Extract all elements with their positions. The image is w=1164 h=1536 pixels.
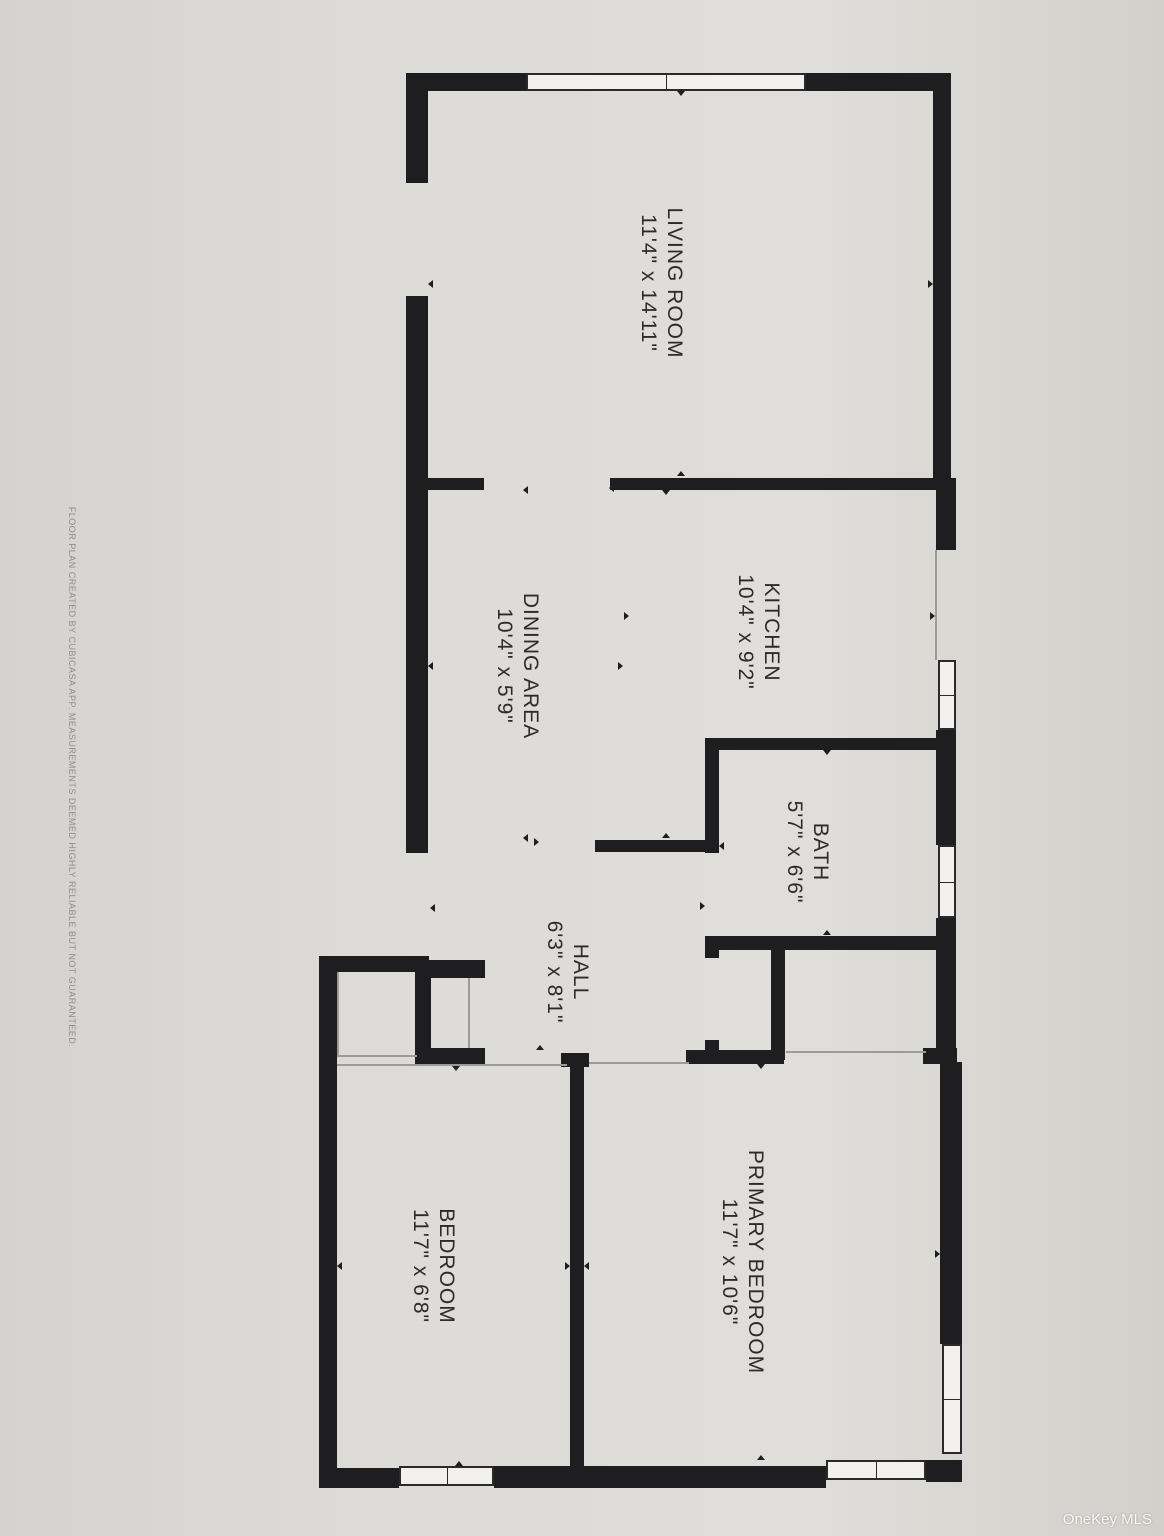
marker	[618, 662, 623, 670]
room-size: 11'7" x 6'8"	[409, 1209, 432, 1323]
room-name: BEDROOM	[435, 1208, 458, 1324]
marker	[523, 486, 528, 494]
wall	[686, 1050, 784, 1064]
opening-line	[337, 1064, 567, 1066]
marker	[455, 1461, 463, 1466]
opening-line	[337, 1055, 417, 1057]
wall	[415, 960, 485, 978]
wall	[570, 1060, 584, 1472]
marker	[823, 750, 831, 755]
room-name: HALL	[569, 943, 592, 1001]
wall	[933, 73, 951, 483]
wall	[319, 956, 429, 972]
marker	[609, 484, 614, 492]
marker	[823, 930, 831, 935]
marker	[584, 1262, 589, 1270]
marker	[928, 280, 933, 288]
window	[526, 73, 806, 91]
room-label-primary-bedroom: PRIMARY BEDROOM 11'7" x 10'6"	[716, 1150, 768, 1374]
room-size: 11'4" x 14'11"	[637, 214, 660, 352]
room-size: 6'3" x 8'1"	[543, 920, 566, 1024]
wall	[406, 296, 428, 853]
wall	[610, 478, 950, 490]
room-size: 5'7" x 6'6"	[783, 800, 806, 904]
marker	[565, 1262, 570, 1270]
marker	[534, 838, 539, 846]
wall	[926, 1460, 962, 1482]
wall	[705, 738, 945, 750]
opening-line	[468, 978, 470, 1048]
marker	[662, 490, 670, 495]
wall	[705, 738, 719, 853]
wall	[806, 73, 951, 91]
opening-line	[337, 972, 339, 1056]
marker	[452, 1066, 460, 1071]
room-label-living-room: LIVING ROOM 11'4" x 14'11"	[635, 207, 687, 358]
wall	[406, 73, 526, 91]
room-label-hall: HALL 6'3" x 8'1"	[541, 921, 593, 1024]
wall	[705, 936, 945, 950]
wall	[415, 960, 431, 1064]
marker	[757, 1455, 765, 1460]
room-name: PRIMARY BEDROOM	[744, 1149, 767, 1375]
wall	[936, 730, 956, 845]
room-size: 10'4" x 9'2"	[734, 574, 757, 690]
window	[399, 1466, 494, 1486]
room-label-bedroom: BEDROOM 11'7" x 6'8"	[407, 1208, 459, 1324]
room-name: BATH	[809, 822, 832, 882]
marker	[757, 1064, 765, 1069]
marker	[930, 612, 935, 620]
watermark: OneKey MLS	[1062, 1511, 1152, 1528]
wall	[415, 1048, 485, 1064]
window	[938, 660, 956, 730]
marker	[677, 91, 685, 96]
opening-line	[786, 1051, 926, 1053]
marker	[523, 834, 528, 842]
wall	[494, 1466, 826, 1488]
room-size: 11'7" x 10'6"	[718, 1198, 741, 1326]
wall	[936, 478, 956, 550]
room-label-bath: BATH 5'7" x 6'6"	[781, 801, 833, 904]
wall	[595, 840, 719, 852]
wall	[428, 478, 484, 490]
wall	[923, 1048, 957, 1064]
wall	[936, 918, 956, 1048]
wall	[319, 956, 337, 1488]
marker	[677, 471, 685, 476]
marker	[662, 833, 670, 838]
wall	[406, 73, 428, 183]
window	[938, 845, 956, 918]
marker	[428, 280, 433, 288]
marker	[719, 842, 724, 850]
wall	[940, 1062, 962, 1344]
opening-line	[589, 1062, 689, 1064]
marker	[700, 902, 705, 910]
opening-line	[935, 550, 937, 660]
room-name: KITCHEN	[760, 582, 783, 682]
wall	[705, 936, 719, 958]
room-name: LIVING ROOM	[663, 207, 686, 359]
window	[826, 1460, 926, 1480]
marker	[935, 1250, 940, 1258]
room-size: 10'4" x 5'9"	[493, 608, 516, 724]
window	[942, 1344, 962, 1454]
marker	[428, 662, 433, 670]
marker	[337, 1262, 342, 1270]
room-label-dining-area: DINING AREA 10'4" x 5'9"	[491, 593, 543, 739]
wall	[771, 942, 785, 1060]
marker	[624, 612, 629, 620]
floor-plan-credit: FLOOR PLAN CREATED BY CUBICASA APP. MEAS…	[67, 506, 77, 1048]
marker	[536, 1045, 544, 1050]
room-name: DINING AREA	[519, 592, 542, 740]
room-label-kitchen: KITCHEN 10'4" x 9'2"	[732, 574, 784, 690]
wall	[319, 1468, 399, 1488]
marker	[430, 904, 435, 912]
